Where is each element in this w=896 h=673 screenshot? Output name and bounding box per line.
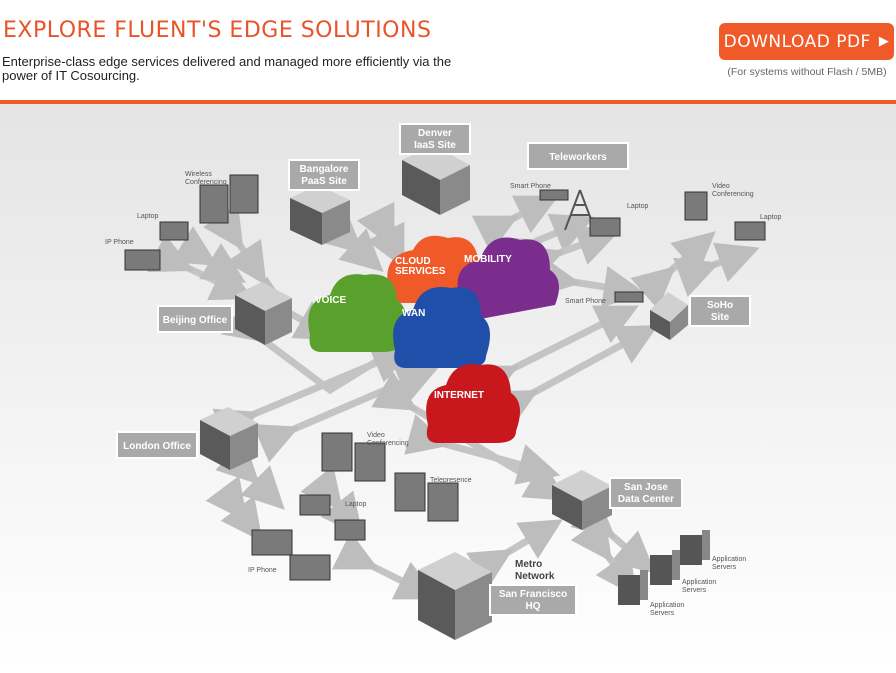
phone-icon — [124, 249, 161, 271]
monitor-icon — [354, 442, 386, 482]
app-servers-label-2: Servers — [712, 564, 737, 571]
telepresence-label: Telepresence — [430, 477, 472, 484]
smartphone-label: Smart Phone — [510, 183, 551, 190]
laptop-label: Laptop — [760, 214, 782, 221]
phone-icon — [251, 529, 293, 556]
laptop-icon — [334, 519, 366, 541]
app-servers-label-2: Servers — [650, 610, 675, 617]
header-divider — [0, 100, 896, 104]
page-header: EXPLORE FLUENT'S EDGE SOLUTIONS Enterpri… — [0, 0, 896, 100]
page-title: EXPLORE FLUENT'S EDGE SOLUTIONS — [3, 18, 432, 43]
laptop-icon — [299, 494, 331, 516]
sf-label-2: HQ — [526, 601, 541, 612]
laptop-icon — [159, 221, 189, 241]
cloud-services-label-2: SERVICES — [395, 266, 446, 277]
building-icon — [200, 407, 258, 470]
teleworkers-label: Teleworkers — [549, 152, 607, 163]
play-arrow-icon: ▶ — [878, 34, 890, 49]
video-conf-label-1: Video — [712, 183, 730, 190]
server-icon — [680, 530, 710, 565]
building-icon — [552, 470, 612, 530]
smartphone-icon — [539, 189, 569, 201]
server-icon — [650, 550, 680, 585]
site-label-soho[interactable]: SoHo Site — [689, 295, 751, 327]
monitor-icon — [427, 482, 459, 522]
laptop-label: Laptop — [627, 203, 649, 210]
cloud-internet[interactable]: INTERNET — [426, 364, 520, 443]
denver-label-2: IaaS Site — [414, 140, 456, 151]
metro-label-2: Network — [515, 571, 555, 582]
site-label-london[interactable]: London Office — [116, 431, 198, 459]
site-label-beijing[interactable]: Beijing Office — [157, 305, 233, 333]
app-servers-label-1: Application — [650, 602, 684, 609]
sanjose-label-2: Data Center — [618, 494, 674, 505]
mobility-label: MOBILITY — [464, 254, 512, 265]
monitor-icon — [199, 184, 229, 224]
site-label-bangalore[interactable]: Bangalore PaaS Site — [288, 159, 360, 191]
bangalore-label-2: PaaS Site — [301, 176, 347, 187]
house-icon — [650, 292, 688, 340]
ip-phone-label: IP Phone — [248, 567, 277, 574]
beijing-label: Beijing Office — [163, 315, 228, 326]
site-label-sanjose[interactable]: San Jose Data Center — [609, 477, 683, 509]
sf-label-1: San Francisco — [499, 589, 567, 600]
monitor-icon — [321, 432, 353, 472]
app-servers-label-1: Application — [712, 556, 746, 563]
server-icon — [618, 570, 648, 605]
sanjose-label-1: San Jose — [624, 482, 668, 493]
phone-icon — [289, 554, 331, 581]
bangalore-label-1: Bangalore — [300, 164, 349, 175]
voice-label: VOICE — [315, 295, 346, 306]
ip-phone-label: IP Phone — [105, 239, 134, 246]
metro-label-1: Metro — [515, 559, 542, 570]
building-icon — [402, 145, 470, 215]
monitor-icon — [684, 191, 708, 221]
cell-tower-icon — [564, 189, 596, 231]
smartphone-icon — [614, 291, 644, 303]
monitor-icon — [229, 174, 259, 214]
site-label-denver[interactable]: Denver IaaS Site — [399, 123, 471, 155]
video-conf-label-2: Conferencing — [712, 191, 754, 198]
video-conf-label-2: Conferencing — [367, 440, 409, 447]
site-label-teleworkers[interactable]: Teleworkers — [527, 142, 629, 170]
cloud-services-label-1: CLOUD — [395, 256, 431, 267]
building-icon — [418, 552, 492, 640]
smartphone-label: Smart Phone — [565, 298, 606, 305]
laptop-label: Laptop — [345, 501, 367, 508]
london-label: London Office — [123, 441, 191, 452]
app-servers-label-1: Application — [682, 579, 716, 586]
video-conf-label-1: Video — [367, 432, 385, 439]
page-subtitle: Enterprise-class edge services delivered… — [2, 54, 452, 83]
laptop-icon — [589, 217, 621, 237]
building-icon — [235, 282, 292, 345]
cloud-wan[interactable]: WAN — [393, 286, 490, 368]
soho-label-1: SoHo — [707, 300, 733, 311]
wireless-conf-label-2: Conferencing — [185, 179, 227, 186]
monitor-icon — [394, 472, 426, 512]
laptop-label: Laptop — [137, 213, 159, 220]
download-note: (For systems without Flash / 5MB) — [727, 66, 887, 78]
cloud-voice[interactable]: VOICE — [308, 274, 406, 352]
building-icon — [290, 185, 350, 245]
soho-label-2: Site — [711, 312, 730, 323]
wan-label: WAN — [402, 308, 425, 319]
wireless-conf-label-1: Wireless — [185, 171, 212, 178]
laptop-icon — [734, 221, 766, 241]
internet-label: INTERNET — [434, 390, 484, 401]
network-diagram: CLOUD SERVICES MOBILITY VOICE WAN INTERN… — [0, 104, 896, 673]
app-servers-label-2: Servers — [682, 587, 707, 594]
download-pdf-label: DOWNLOAD PDF — [723, 31, 871, 52]
site-label-sanfrancisco[interactable]: San Francisco HQ — [489, 584, 577, 616]
cloud-mobility[interactable]: MOBILITY — [457, 237, 560, 321]
download-pdf-button[interactable]: DOWNLOAD PDF ▶ — [719, 23, 894, 60]
denver-label-1: Denver — [418, 128, 452, 139]
